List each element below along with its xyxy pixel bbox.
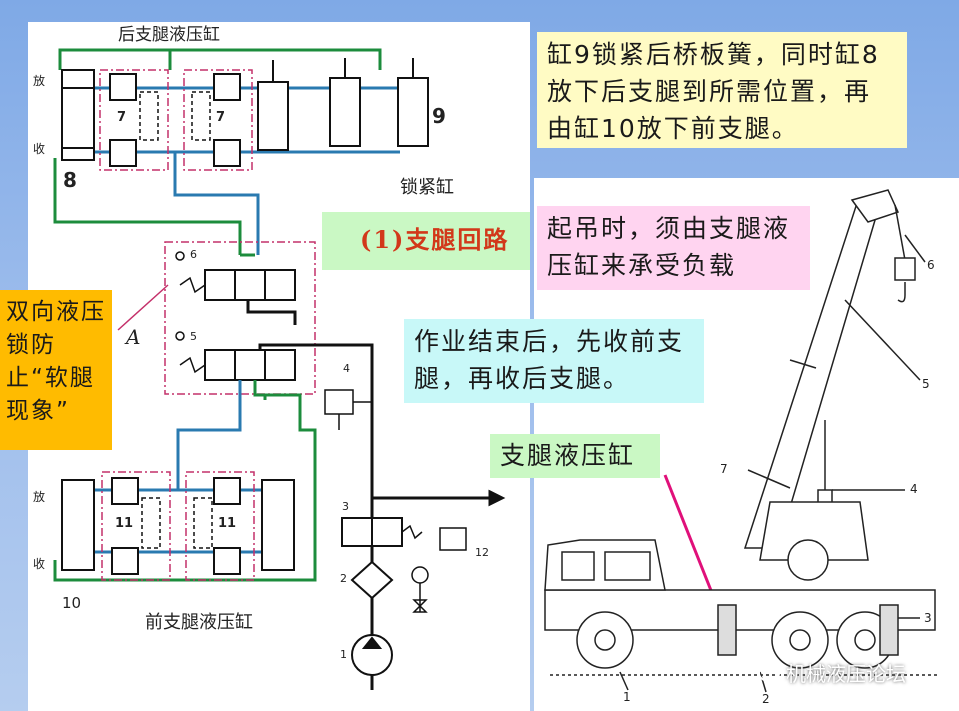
rear-cylinder-8 — [61, 69, 95, 161]
finish-note-box: 作业结束后，先收前支腿，再收后支腿。 — [404, 319, 704, 403]
hydraulic-lock-11-left — [101, 471, 171, 581]
label-5: 5 — [190, 330, 197, 343]
release-label-top: 放 — [33, 74, 46, 88]
label-11a: 11 — [115, 516, 134, 531]
hydraulic-lock-7-left — [99, 69, 169, 171]
retract-label-bottom: 收 — [33, 557, 46, 571]
circuit-title: (1)支腿回路 — [360, 225, 510, 254]
wechat-icon — [758, 663, 780, 682]
crane-label-5: 5 — [922, 377, 930, 391]
relief-valve-12 — [439, 527, 467, 551]
label-A: A — [126, 325, 141, 349]
crane-label-2: 2 — [762, 692, 770, 706]
retract-label-top: 收 — [33, 142, 46, 156]
crane-label-1: 1 — [623, 690, 631, 704]
label-6: 6 — [190, 248, 197, 261]
wheel-front — [576, 611, 634, 669]
lock-prevent-box: 双向液压锁防止“软腿现象” — [0, 290, 112, 450]
label-1: 1 — [340, 648, 347, 661]
lock-cylinder-label: 锁紧缸 — [400, 177, 454, 198]
pump-1 — [351, 634, 393, 676]
selector-valve-3 — [341, 517, 423, 547]
crane-label-3: 3 — [924, 611, 932, 625]
lock-cylinder-9 — [329, 58, 429, 147]
green-pipe-network-bottom — [53, 380, 317, 582]
label-3: 3 — [342, 500, 349, 513]
outrigger-right — [879, 604, 899, 656]
front-cylinder-10-left — [61, 479, 95, 571]
watermark-text: 机械液压论坛 — [786, 662, 906, 686]
rear-outrigger-title: 后支腿液压缸 — [118, 25, 220, 45]
label-2: 2 — [340, 572, 347, 585]
rear-cylinder-right — [257, 60, 289, 151]
relief-valve-4 — [324, 389, 372, 430]
front-outrigger-title: 前支腿液压缸 — [145, 612, 253, 633]
lock-note-box: 缸9锁紧后桥板簧，同时缸8放下后支腿到所需位置，再由缸10放下前支腿。 — [537, 32, 907, 148]
green-pipe-network-top — [53, 48, 382, 257]
boom-head — [850, 189, 900, 223]
filter-2 — [350, 560, 394, 600]
crane-label-7: 7 — [720, 462, 728, 476]
lift-note-box: 起吊时，须由支腿液压缸来承受负载 — [537, 206, 810, 290]
outrigger-cylinder-label-box: 支腿液压缸 — [490, 434, 660, 478]
label-9: 9 — [432, 104, 446, 128]
pressure-gauge — [411, 566, 429, 613]
label-11b: 11 — [218, 516, 237, 531]
label-7b: 7 — [216, 110, 226, 125]
circuit-title-box: (1)支腿回路 — [322, 212, 530, 270]
label-10: 10 — [62, 594, 82, 612]
watermark: 机械液压论坛 — [758, 658, 906, 687]
crane-boom — [743, 198, 879, 549]
label-8: 8 — [63, 168, 77, 192]
label-12: 12 — [475, 546, 489, 559]
crane-label-6: 6 — [927, 258, 935, 272]
label-4: 4 — [343, 362, 350, 375]
outrigger-left — [717, 604, 737, 656]
release-label-bottom: 放 — [33, 490, 46, 504]
front-cylinder-10-right — [261, 479, 295, 571]
crane-label-4: 4 — [910, 482, 918, 496]
wheel-mid — [771, 611, 829, 669]
hydraulic-lock-11-right — [185, 471, 255, 581]
hydraulic-lock-7-right — [183, 69, 253, 171]
label-7a: 7 — [117, 110, 127, 125]
pressure-line — [246, 300, 506, 690]
